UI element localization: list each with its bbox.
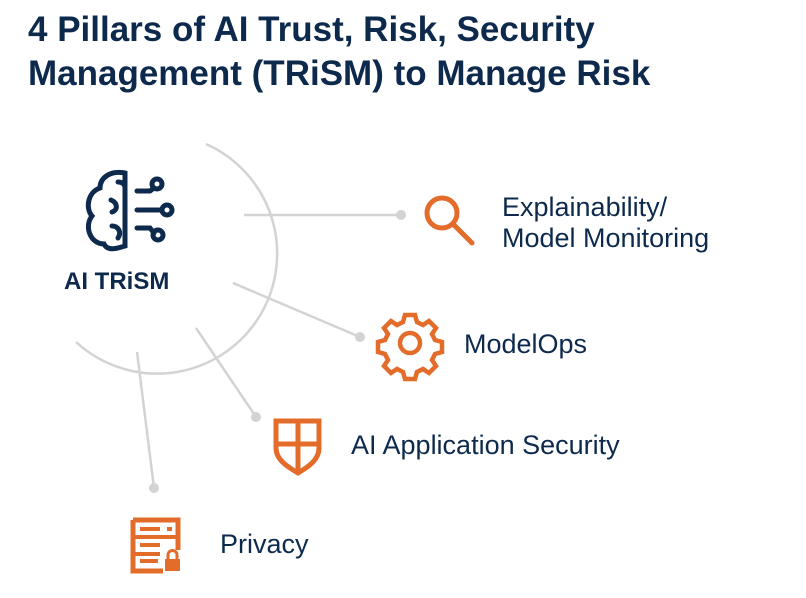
connector-dot-1 xyxy=(396,210,406,220)
pillar-ai-application-security: AI Application Security xyxy=(351,430,620,460)
center-label: AI TRiSM xyxy=(64,268,170,295)
pillar-label-line-2: Model Monitoring xyxy=(502,223,710,253)
brain-circuit-icon xyxy=(85,169,175,252)
pillar-modelops: ModelOps xyxy=(464,329,588,359)
connector-line-2 xyxy=(232,281,361,339)
connector-dot-2 xyxy=(355,332,365,342)
shield-icon xyxy=(273,418,322,476)
pillar-label-line-1: Explainability/ xyxy=(502,192,668,222)
connector-line-3 xyxy=(194,327,258,418)
page-title: 4 Pillars of AI Trust, Risk, Security Ma… xyxy=(28,8,650,96)
pillar-explainability: Explainability/ Model Monitoring xyxy=(502,192,709,254)
connector-dot-3 xyxy=(251,412,261,422)
title-line-2: Management (TRiSM) to Manage Risk xyxy=(28,54,651,93)
server-lock-icon xyxy=(130,517,181,574)
gear-icon xyxy=(375,312,445,382)
magnifier-icon xyxy=(424,195,475,246)
title-line-1: 4 Pillars of AI Trust, Risk, Security xyxy=(28,10,595,49)
connector-dot-4 xyxy=(149,483,159,493)
center-arc xyxy=(75,142,279,375)
pillar-privacy: Privacy xyxy=(220,529,309,559)
connector-line-4 xyxy=(135,351,156,489)
